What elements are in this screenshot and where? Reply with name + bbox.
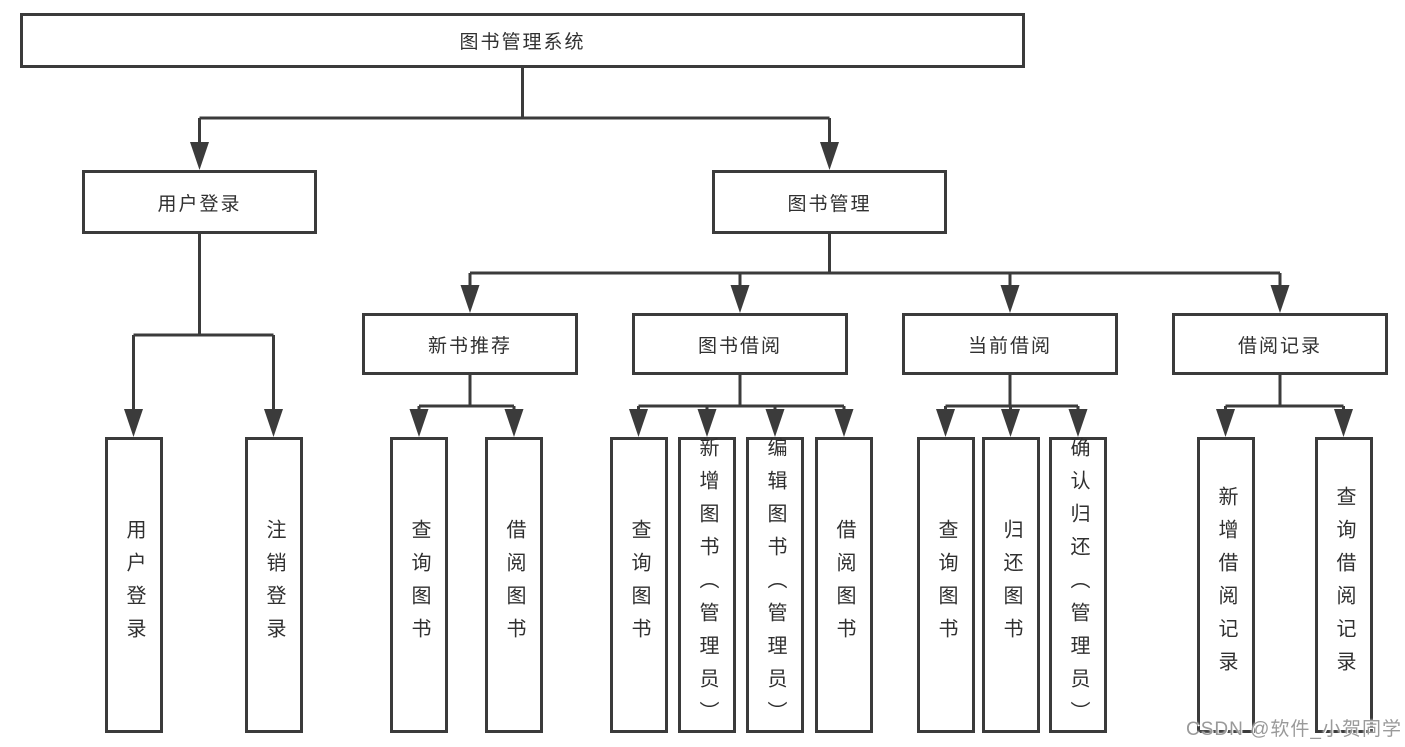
node-root: 图书管理系统	[20, 13, 1025, 68]
leaf-user-login: 用户登录	[105, 437, 163, 733]
node-new-book-recommend: 新书推荐	[362, 313, 578, 375]
node-current-borrowing: 当前借阅	[902, 313, 1118, 375]
node-user-login-label: 用户登录	[157, 193, 242, 215]
leaf-edit-book-admin: 编辑图书（管理员）	[746, 436, 804, 734]
node-borrowing-records: 借阅记录	[1172, 313, 1388, 375]
leaf-user-login-label: 用户登录	[123, 519, 145, 651]
leaf-confirm-return-admin: 确认归还（管理员）	[1049, 436, 1107, 734]
node-current-borrowing-label: 当前借阅	[967, 335, 1052, 357]
arrowheads	[124, 142, 1353, 437]
leaf-current-query-books-label: 查询图书	[935, 519, 957, 651]
node-book-borrowing: 图书借阅	[632, 313, 848, 375]
leaf-current-query-books: 查询图书	[917, 437, 975, 733]
leaf-add-book-admin-label: 新增图书（管理员）	[696, 436, 718, 734]
leaf-borrowing-query-books: 查询图书	[610, 437, 668, 733]
leaf-logout-label: 注销登录	[263, 519, 285, 651]
leaf-return-book-label: 归还图书	[1000, 519, 1022, 651]
leaf-confirm-return-admin-label: 确认归还（管理员）	[1067, 436, 1089, 734]
leaf-recommend-query-books: 查询图书	[390, 437, 448, 733]
leaf-recommend-borrow-books: 借阅图书	[485, 437, 543, 733]
node-book-management: 图书管理	[712, 170, 947, 234]
leaf-query-borrow-record-label: 查询借阅记录	[1333, 486, 1355, 684]
leaf-logout: 注销登录	[245, 437, 303, 733]
leaf-borrow-books-label: 借阅图书	[833, 519, 855, 651]
leaf-recommend-borrow-books-label: 借阅图书	[503, 519, 525, 651]
leaf-recommend-query-books-label: 查询图书	[408, 519, 430, 651]
node-new-book-recommend-label: 新书推荐	[427, 335, 512, 357]
csdn-watermark: CSDN @软件_小贺同学	[1186, 719, 1402, 740]
node-user-login: 用户登录	[82, 170, 317, 234]
leaf-add-borrow-record: 新增借阅记录	[1197, 437, 1255, 733]
node-root-label: 图书管理系统	[459, 32, 586, 53]
leaf-borrow-books: 借阅图书	[815, 437, 873, 733]
leaf-add-book-admin: 新增图书（管理员）	[678, 436, 736, 734]
node-borrowing-records-label: 借阅记录	[1237, 335, 1322, 357]
leaf-borrowing-query-books-label: 查询图书	[628, 519, 650, 651]
leaf-query-borrow-record: 查询借阅记录	[1315, 437, 1373, 733]
node-book-management-label: 图书管理	[787, 193, 872, 215]
leaf-return-book: 归还图书	[982, 437, 1040, 733]
leaf-add-borrow-record-label: 新增借阅记录	[1215, 486, 1237, 684]
leaf-edit-book-admin-label: 编辑图书（管理员）	[764, 436, 786, 734]
node-book-borrowing-label: 图书借阅	[697, 335, 782, 357]
